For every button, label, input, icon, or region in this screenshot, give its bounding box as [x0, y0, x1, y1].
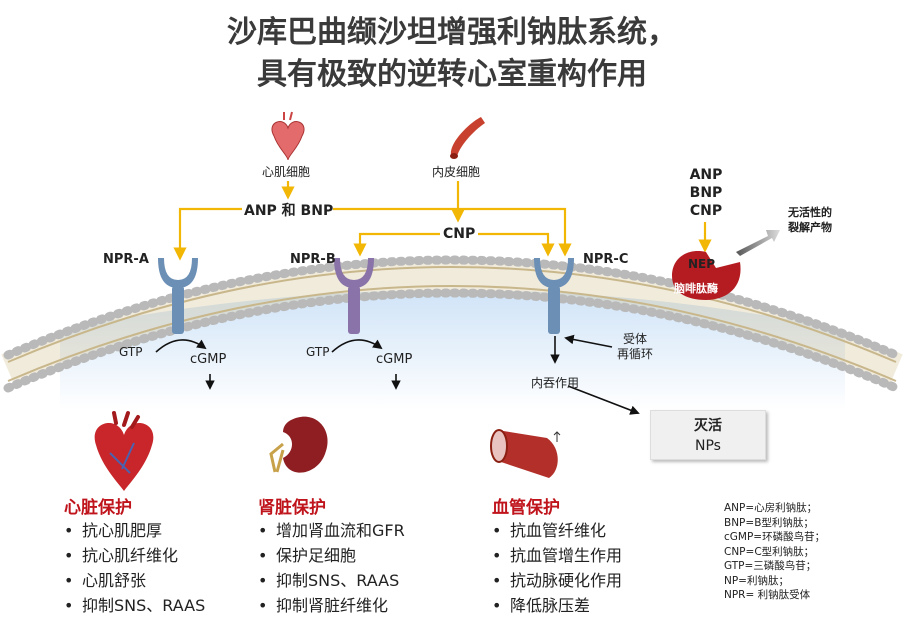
inactivation-title: 灭活 — [694, 418, 722, 434]
list-item: 抗动脉硬化作用 — [492, 568, 622, 593]
recycle-line-2: 再循环 — [617, 347, 654, 361]
peptide-arrows — [173, 181, 712, 261]
renal-protection-title: 肾脏保护 — [258, 498, 326, 518]
list-item: 增加肾血流和GFR — [258, 518, 405, 543]
legend-item: NP=利钠肽； — [724, 574, 789, 587]
abbreviation-legend: ANP=心房利钠肽； BNP=B型利钠肽； cGMP=环磷酸鸟苷； CNP=C型… — [724, 501, 825, 603]
heart-organ-icon — [94, 411, 154, 491]
cardiomyocyte-label: 心肌细胞 — [262, 165, 311, 179]
receptor-recycling-label: 受体 再循环 — [617, 332, 653, 362]
cardiac-protection-list: 抗心肌肥厚 抗心肌纤维化 心肌舒张 抑制SNS、RAAS — [64, 518, 205, 618]
cgmp-label-b: cGMP — [376, 352, 413, 367]
nep-enzyme-label: 脑啡肽酶 — [674, 282, 718, 295]
list-item: 抑制SNS、RAAS — [258, 568, 405, 593]
cardiac-protection-section: 心脏保护 抗心肌肥厚 抗心肌纤维化 心肌舒张 抑制SNS、RAAS — [64, 493, 205, 618]
legend-item: CNP=C型利钠肽； — [724, 545, 815, 558]
nep-label: NEP — [688, 257, 716, 271]
cleavage-product-label: 无活性的 裂解产物 — [788, 205, 832, 235]
endothelial-vessel-icon — [450, 117, 485, 159]
vessel-organ-icon — [490, 429, 561, 478]
legend-item: GTP=三磷酸鸟苷； — [724, 560, 817, 572]
legend-item: NPR= 利钠肽受体 — [724, 589, 811, 601]
list-item: 保护足细胞 — [258, 543, 405, 568]
cell-membrane — [1, 255, 903, 393]
receptor-npr-c — [534, 258, 574, 334]
list-item: 抗血管增生作用 — [492, 543, 622, 568]
gtp-label-b: GTP — [306, 345, 330, 359]
title-line-1: 沙库巴曲缬沙坦增强利钠肽系统， — [227, 15, 677, 50]
cardiomyocyte-heart-icon — [271, 111, 305, 161]
recycle-line-1: 受体 — [623, 332, 648, 346]
kidney-organ-icon — [269, 416, 328, 473]
endothelial-cell-label: 内皮细胞 — [432, 165, 481, 179]
npr-c-label: NPR-C — [583, 252, 629, 267]
npr-a-label: NPR-A — [103, 252, 149, 267]
renal-protection-list: 增加肾血流和GFR 保护足细胞 抑制SNS、RAAS 抑制肾脏纤维化 — [258, 518, 405, 618]
receptor-npr-a — [158, 258, 198, 334]
product-line-2: 裂解产物 — [788, 221, 832, 234]
cnp-label: CNP — [443, 226, 476, 242]
cgmp-conversion — [155, 334, 640, 415]
legend-item: ANP=心房利钠肽； — [724, 502, 818, 514]
list-item: 降低脉压差 — [492, 593, 622, 618]
product-line-1: 无活性的 — [788, 206, 832, 219]
npr-b-label: NPR-B — [290, 252, 336, 267]
list-item: 抗心肌纤维化 — [64, 543, 205, 568]
endocytosis-label: 内吞作用 — [531, 376, 580, 390]
vascular-protection-list: 抗血管纤维化 抗血管增生作用 抗动脉硬化作用 降低脉压差 — [492, 518, 622, 618]
gtp-label-a: GTP — [119, 345, 143, 359]
list-item: 抑制SNS、RAAS — [64, 593, 205, 618]
cleavage-arrow — [736, 230, 780, 256]
inactivation-box: 灭活 NPs — [650, 410, 766, 460]
nep-enzyme — [672, 251, 741, 300]
legend-item: cGMP=环磷酸鸟苷； — [724, 531, 826, 543]
list-item: 抑制肾脏纤维化 — [258, 593, 405, 618]
title-line-2: 具有极致的逆转心室重构作用 — [257, 57, 647, 92]
nep-substrate-list: ANP BNP CNP — [684, 166, 728, 220]
list-item: 抗心肌肥厚 — [64, 518, 205, 543]
list-item: 心肌舒张 — [64, 568, 205, 593]
receptor-npr-b — [334, 258, 374, 334]
nep-substrate-cnp: CNP — [689, 203, 723, 219]
vascular-protection-section: 血管保护 抗血管纤维化 抗血管增生作用 抗动脉硬化作用 降低脉压差 — [492, 493, 622, 618]
page-title: 沙库巴曲缬沙坦增强利钠肽系统， 具有极致的逆转心室重构作用 — [0, 12, 904, 96]
vascular-protection-title: 血管保护 — [492, 498, 560, 518]
inactivation-nps: NPs — [695, 438, 721, 454]
cardiac-protection-title: 心脏保护 — [64, 498, 132, 518]
anp-bnp-label: ANP 和 BNP — [244, 203, 334, 219]
cgmp-label-a: cGMP — [190, 352, 227, 367]
nep-substrate-anp: ANP — [689, 167, 723, 183]
list-item: 抗血管纤维化 — [492, 518, 622, 543]
nep-substrate-bnp: BNP — [689, 185, 723, 201]
legend-item: BNP=B型利钠肽； — [724, 516, 814, 529]
renal-protection-section: 肾脏保护 增加肾血流和GFR 保护足细胞 抑制SNS、RAAS 抑制肾脏纤维化 — [258, 493, 405, 618]
cytoplasm — [60, 290, 845, 410]
